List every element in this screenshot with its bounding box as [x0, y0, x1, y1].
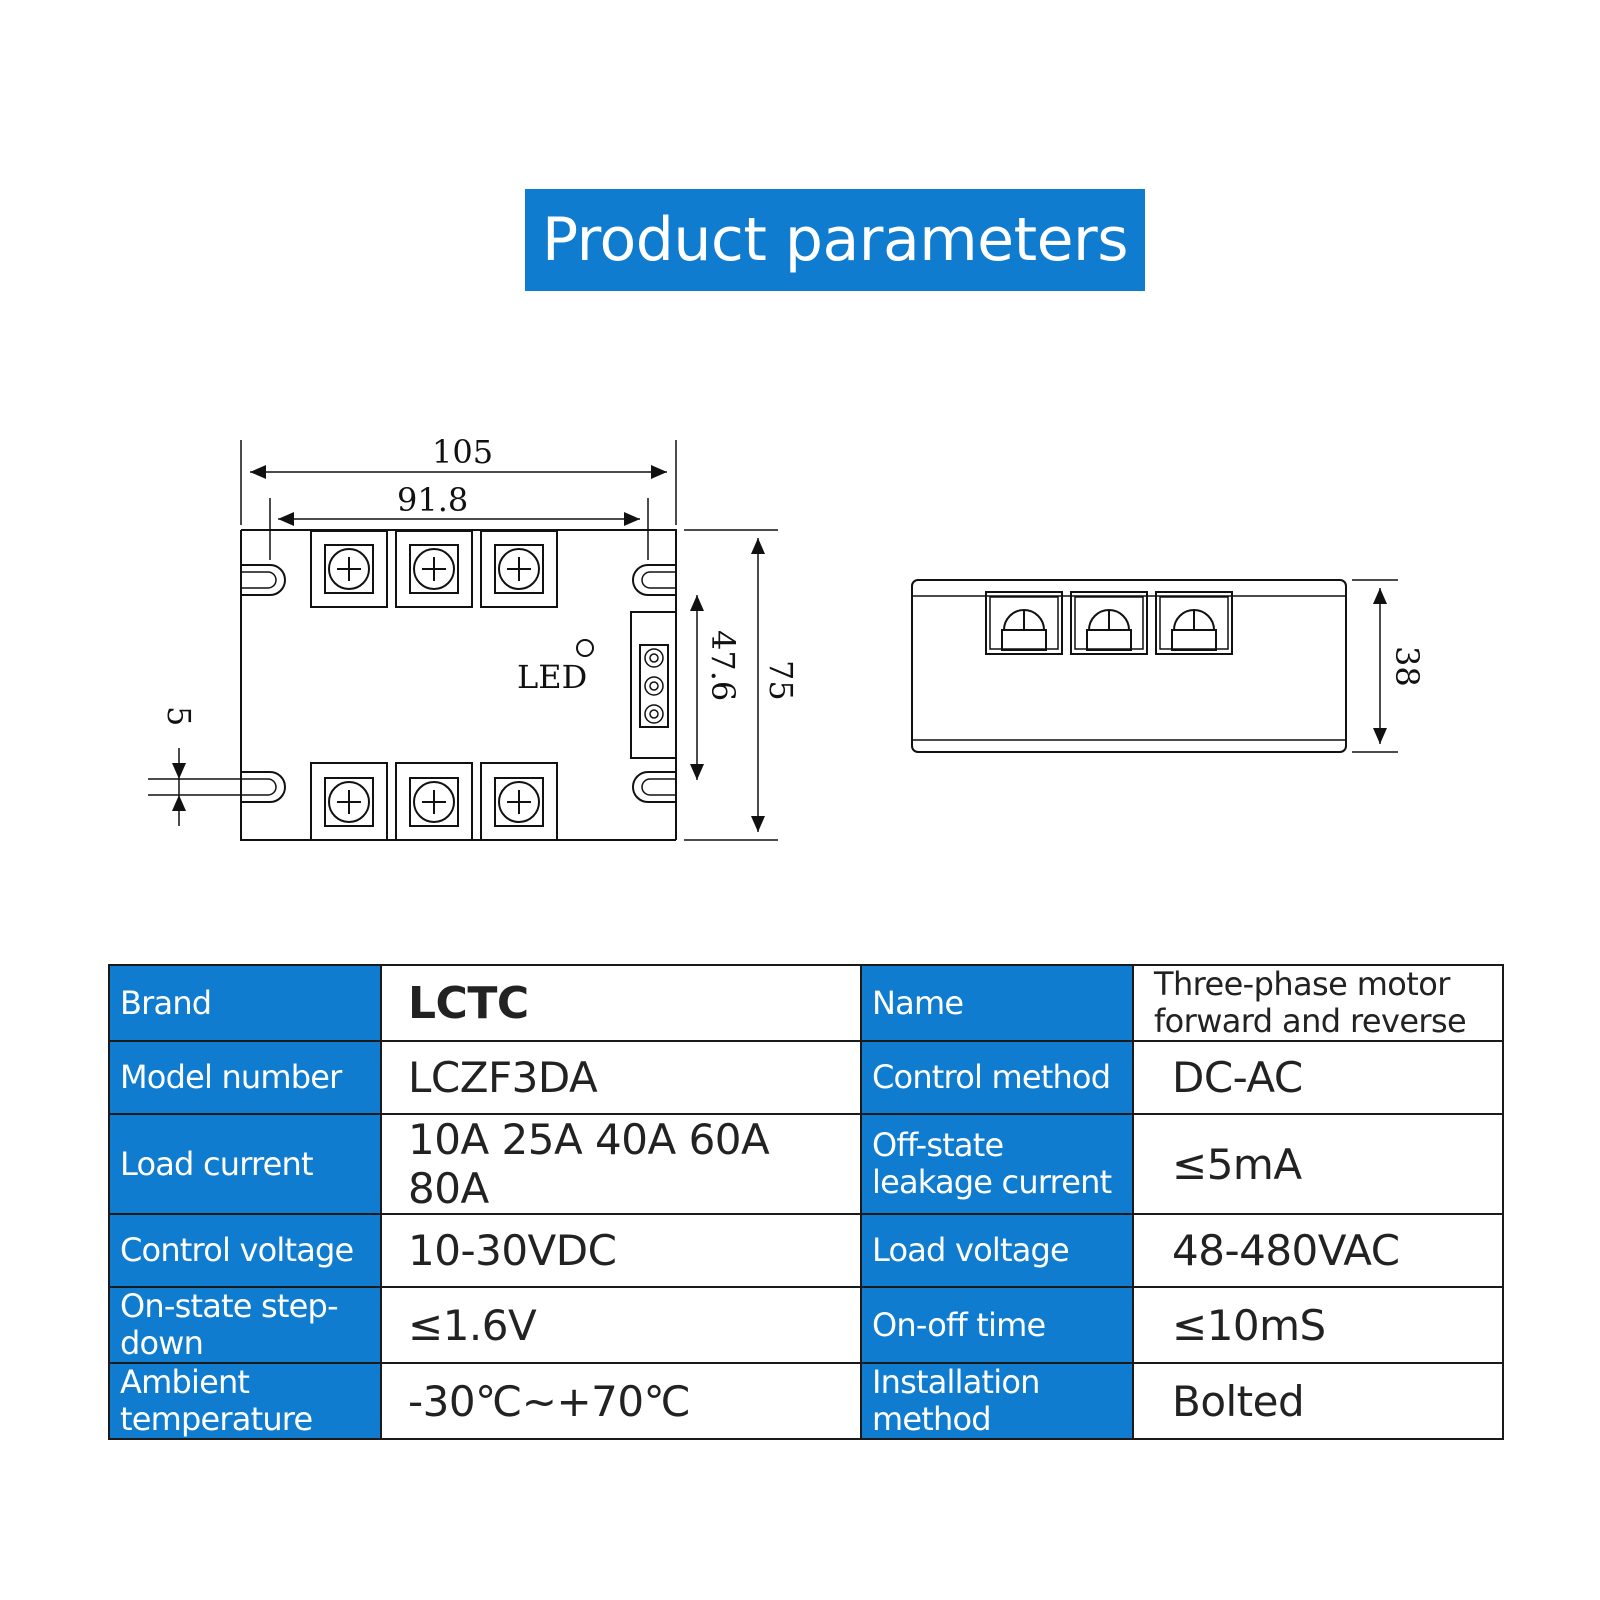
- dim-mount-spacing: 91.8: [397, 481, 468, 519]
- value-control-voltage: 10-30VDC: [380, 1213, 862, 1288]
- label-off-state-leakage-current: Off-state leakage current: [860, 1113, 1134, 1215]
- terminal-row-bottom: [310, 762, 558, 841]
- label-control-method: Control method: [860, 1040, 1134, 1115]
- value-on-state-step-down: ≤1.6V: [380, 1286, 862, 1364]
- mount-slot-top-left: [241, 564, 286, 596]
- label-on-off-time: On-off time: [860, 1286, 1134, 1364]
- value-off-state-leakage-current: ≤5mA: [1132, 1113, 1504, 1215]
- table-row: Load current 10A 25A 40A 60A 80A Off-sta…: [108, 1113, 1504, 1215]
- terminal-row-top: [310, 530, 558, 608]
- dim-overall-width: 105: [432, 433, 493, 471]
- value-model-number: LCZF3DA: [380, 1040, 862, 1115]
- side-terminal-2: [1070, 591, 1148, 655]
- page-title: Product parameters: [525, 189, 1145, 291]
- value-control-method: DC-AC: [1132, 1040, 1504, 1115]
- label-load-voltage: Load voltage: [860, 1213, 1134, 1288]
- mount-slot-top-right: [632, 564, 676, 596]
- value-installation-method: Bolted: [1132, 1362, 1504, 1440]
- label-load-current: Load current: [108, 1113, 382, 1215]
- value-ambient-temperature: -30℃~+70℃: [380, 1362, 862, 1440]
- table-row: Control voltage 10-30VDC Load voltage 48…: [108, 1213, 1504, 1288]
- dim-depth: 38: [1388, 646, 1426, 687]
- side-view: 38: [911, 579, 1426, 753]
- side-terminal-3: [1155, 591, 1233, 655]
- value-load-current: 10A 25A 40A 60A 80A: [380, 1113, 862, 1215]
- led-label: LED: [517, 658, 587, 696]
- control-terminal-block: [630, 611, 677, 759]
- dim-overall-height: 75: [762, 660, 800, 701]
- label-control-voltage: Control voltage: [108, 1213, 382, 1288]
- value-brand: LCTC: [380, 964, 862, 1042]
- product-parameters-table: Brand LCTC Name Three-phase motor forwar…: [108, 964, 1504, 1440]
- dim-slot: 5: [160, 706, 198, 726]
- label-name: Name: [860, 964, 1134, 1042]
- dim-inner-height: 47.6: [704, 630, 742, 701]
- value-load-voltage: 48-480VAC: [1132, 1213, 1504, 1288]
- value-on-off-time: ≤10mS: [1132, 1286, 1504, 1364]
- side-terminal-1: [985, 591, 1063, 655]
- top-view: LED 105 91.8 75 47.6 5: [148, 433, 800, 841]
- table-row: Ambient temperature -30℃~+70℃ Installati…: [108, 1362, 1504, 1440]
- relay-dimension-drawing: LED 105 91.8 75 47.6 5: [148, 433, 1426, 841]
- label-on-state-step-down: On-state step-down: [108, 1286, 382, 1364]
- mount-slot-bottom-left: [241, 771, 286, 803]
- label-ambient-temperature: Ambient temperature: [108, 1362, 382, 1440]
- table-row: Model number LCZF3DA Control method DC-A…: [108, 1040, 1504, 1115]
- table-row: Brand LCTC Name Three-phase motor forwar…: [108, 964, 1504, 1042]
- table-row: On-state step-down ≤1.6V On-off time ≤10…: [108, 1286, 1504, 1364]
- label-installation-method: Installation method: [860, 1362, 1134, 1440]
- led-indicator-icon: [576, 639, 594, 657]
- value-name: Three-phase motor forward and reverse: [1132, 964, 1504, 1042]
- label-model-number: Model number: [108, 1040, 382, 1115]
- mount-slot-bottom-right: [632, 771, 676, 803]
- label-brand: Brand: [108, 964, 382, 1042]
